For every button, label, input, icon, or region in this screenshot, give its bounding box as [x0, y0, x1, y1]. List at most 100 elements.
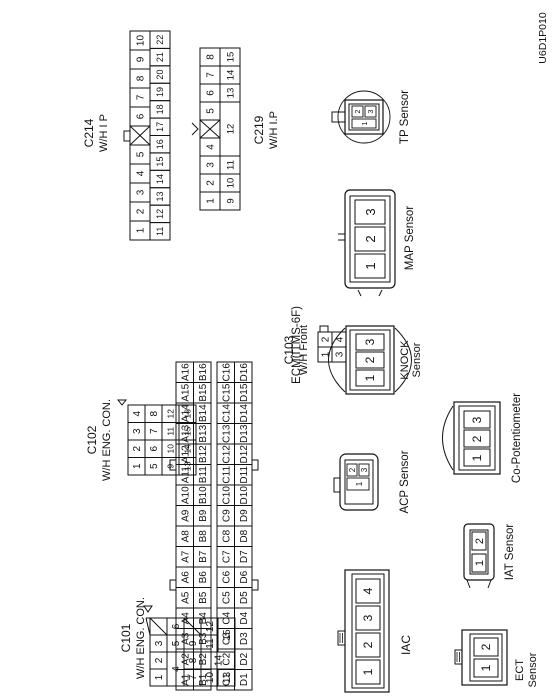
- iat-sensor-connector: 1 2: [463, 523, 495, 589]
- c214-11-pin: 11: [155, 227, 165, 236]
- ecm-a10-pin: A10: [180, 486, 191, 504]
- c101-frame: [146, 617, 236, 686]
- c101-15-pin: 15: [222, 629, 233, 641]
- c101-11-pin: 11: [205, 638, 216, 649]
- c214-name: C214: [82, 118, 96, 147]
- c102-14-pin: 14: [183, 444, 193, 454]
- knock-pin-1: 1: [363, 374, 377, 381]
- ect-label-sensor: Sensor: [527, 652, 539, 687]
- ecm-c6-pin: C6: [221, 570, 232, 583]
- ecm-b11-pin: B11: [198, 466, 209, 483]
- ecm-c1-pin: C1: [221, 673, 232, 686]
- c101-12-pin: 12: [205, 621, 216, 633]
- ecm-d1-pin: D1: [239, 673, 250, 686]
- ecm-c12-pin: C12: [221, 445, 232, 464]
- c219-15-pin: 15: [225, 52, 236, 63]
- c214-10-pin: 10: [136, 35, 147, 47]
- ecm-c16-pin: C16: [221, 363, 232, 382]
- ecm-a9-pin: A9: [180, 509, 191, 522]
- ecm-a3-pin: A3: [180, 632, 191, 645]
- c214-22-pin: 22: [155, 35, 165, 45]
- knock-sensor-connector: 1 2 3: [328, 325, 412, 395]
- map-sensor-connector: 1 2 3: [338, 189, 396, 297]
- co-potentiometer-connector: 1 2 3: [442, 401, 501, 475]
- c103-4-pin: 4: [335, 336, 346, 342]
- c102-key-arrow-icon: [116, 399, 128, 406]
- c219-6-pin: 6: [206, 90, 217, 96]
- ecm-key-tab-icon: [251, 459, 259, 471]
- ect-pin-1: 1: [479, 664, 493, 671]
- c219-3-pin: 3: [206, 162, 217, 168]
- iac-latch-icon: [337, 630, 346, 646]
- c214-3-pin: 3: [136, 189, 147, 195]
- acp-sensor-connector: 1 2 3: [333, 453, 379, 511]
- ecm-b5-pin: B5: [198, 591, 209, 604]
- tp-sensor-connector: 1 2 3: [331, 90, 391, 144]
- ecm-d5-pin: D5: [239, 591, 250, 604]
- ecm-b2-pin: B2: [198, 653, 209, 666]
- copot-pin-3: 3: [470, 416, 484, 423]
- ecm-d6-pin: D6: [239, 570, 250, 583]
- knock-pin-2: 2: [363, 356, 377, 363]
- c102-location: W/H ENG. CON.: [101, 399, 113, 481]
- c219-4-pin: 4: [206, 144, 217, 150]
- c214-2-pin: 2: [136, 208, 147, 214]
- c214-14-pin: 14: [155, 174, 165, 184]
- ect-sensor-connector: 1 2: [454, 629, 508, 686]
- ecm-c3-pin: C3: [221, 632, 232, 645]
- c214-7-pin: 7: [136, 94, 147, 100]
- ecm-d14-pin: D14: [239, 404, 250, 423]
- c214-key-tab-icon: [123, 130, 131, 142]
- c219-12-pin: 12: [225, 124, 236, 135]
- ecm-c7-pin: C7: [221, 550, 232, 563]
- c103-name: C103: [282, 335, 296, 364]
- tp-pin-2: 2: [355, 109, 362, 113]
- iat-pin-2: 2: [474, 538, 486, 544]
- c103-2-pin: 2: [321, 336, 332, 342]
- iac-pin-1: 1: [361, 668, 375, 675]
- c102-2-pin: 2: [132, 446, 143, 452]
- c102-4-pin: 4: [132, 411, 143, 417]
- acp-latch-icon: [333, 477, 341, 493]
- ecm-c14-pin: C14: [221, 404, 232, 423]
- copot-pin-1: 1: [470, 454, 484, 461]
- c101-r0-blank-mark: [149, 617, 168, 636]
- ecm-b3-pin: B3: [198, 632, 209, 645]
- c214-15-pin: 15: [155, 157, 165, 167]
- ecm-d3-pin: D3: [239, 632, 250, 645]
- c103-key-tab-icon: [319, 325, 329, 333]
- c101-location: W/H ENG. CON.: [135, 597, 147, 679]
- ecm-connector: A1A2A3A4A5A6A7A8A9A10A11A12A13A14A15A16B…: [169, 361, 259, 691]
- c101-1-pin: 1: [154, 674, 165, 680]
- ecm-c9-pin: C9: [221, 509, 232, 522]
- ecm-d7-pin: D7: [239, 550, 250, 563]
- c101-r2-blank-mark: [183, 617, 202, 636]
- ecm-d16-pin: D16: [239, 363, 250, 382]
- ecm-b10-pin: B10: [198, 486, 209, 504]
- c101-name: C101: [119, 623, 133, 652]
- c101-key-arrow-icon: [143, 605, 153, 613]
- c101-6-pin: 6: [171, 623, 182, 629]
- c101-3-pin: 3: [154, 640, 165, 646]
- ecm-label: ECM(ITMS-6F): [291, 306, 303, 384]
- iat-pin-1: 1: [474, 560, 486, 566]
- acp-pin-3: 3: [360, 467, 369, 472]
- ecm-d10-pin: D10: [239, 486, 250, 505]
- iac-connector: 1 2 3 4: [337, 569, 390, 693]
- map-label: MAP Sensor: [404, 206, 416, 271]
- ecm-d15-pin: D15: [239, 383, 250, 402]
- c219-5-pin: 5: [206, 108, 217, 114]
- c219-1-pin: 1: [206, 198, 217, 204]
- ecm-b14-pin: B14: [198, 404, 209, 422]
- c214-12-pin: 12: [155, 209, 165, 219]
- c214-19-pin: 19: [155, 87, 165, 97]
- ecm-d16-cavity: [234, 361, 253, 383]
- c102-11-pin: 11: [166, 427, 176, 436]
- ecm-c15-pin: C15: [221, 383, 232, 402]
- c219-10-pin: 10: [225, 178, 236, 189]
- acp-label: ACP Sensor: [399, 450, 411, 513]
- ecm-c8-pin: C8: [221, 529, 232, 542]
- c102-13-pin: 13: [183, 461, 193, 471]
